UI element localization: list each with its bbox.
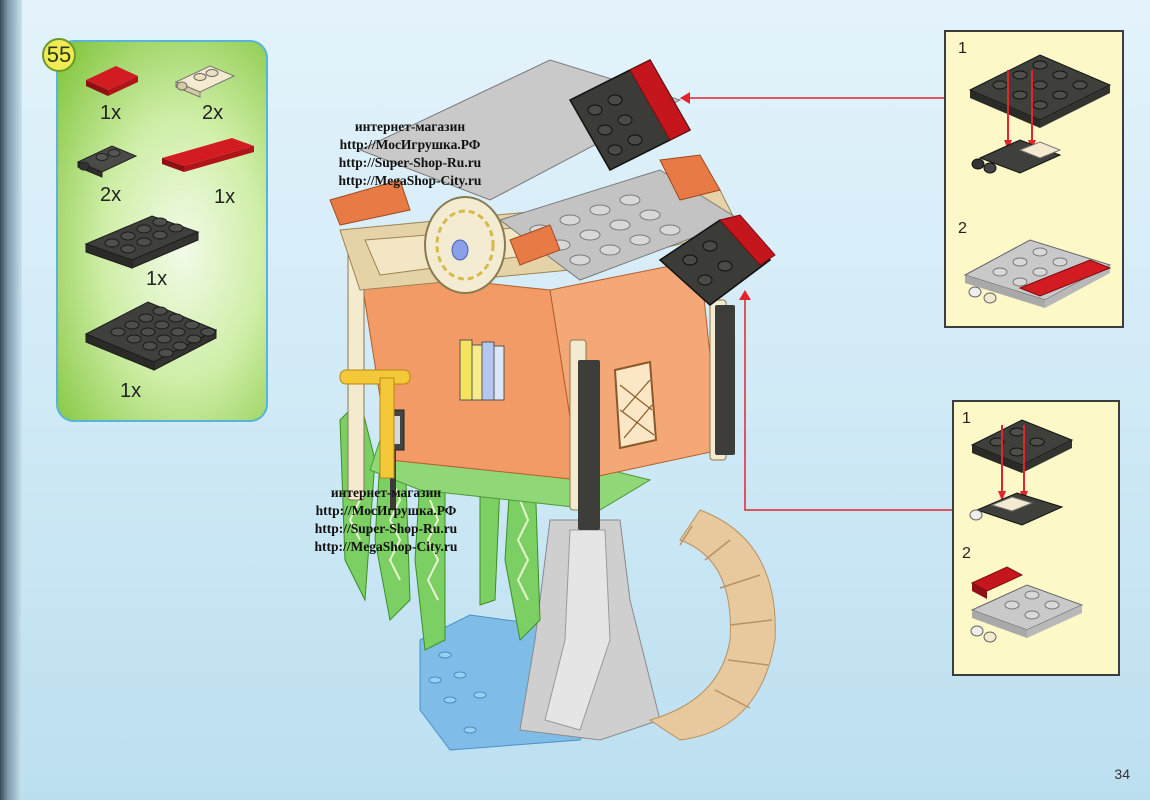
part-qty: 2x	[202, 102, 224, 124]
substep-number: 2	[962, 545, 971, 562]
page-number: 34	[1114, 766, 1130, 782]
model-illustration	[329, 59, 776, 751]
part-qty: 1x	[100, 102, 122, 124]
part-dark-plate-2x4	[84, 215, 200, 269]
substep-number: 2	[958, 220, 967, 237]
part-red-tile-1x4	[162, 138, 254, 172]
substep-number: 1	[962, 410, 971, 427]
part-red-tile-1x2	[86, 66, 138, 96]
part-qty: 1x	[146, 268, 168, 290]
watermark-bottom: интернет-магазин http://МосИгрушка.РФ ht…	[314, 485, 458, 554]
new-roof-piece-bottom	[658, 214, 776, 306]
part-dark-plate-4x4	[84, 301, 218, 371]
step-number-badge: 55	[42, 38, 76, 72]
subassembly-bottom-diagram	[969, 419, 1084, 643]
substep-number: 1	[958, 40, 967, 57]
part-qty: 2x	[100, 184, 122, 206]
part-tan-plate-hinge	[174, 65, 236, 98]
part-dark-plate-hinge	[76, 145, 138, 178]
book-spine	[0, 0, 22, 800]
subassembly-top-diagram	[963, 54, 1112, 308]
part-qty: 1x	[120, 380, 142, 402]
watermark-top: интернет-магазин http://МосИгрушка.РФ ht…	[338, 119, 482, 188]
new-roof-piece-top	[568, 59, 692, 171]
part-qty: 1x	[214, 186, 236, 208]
